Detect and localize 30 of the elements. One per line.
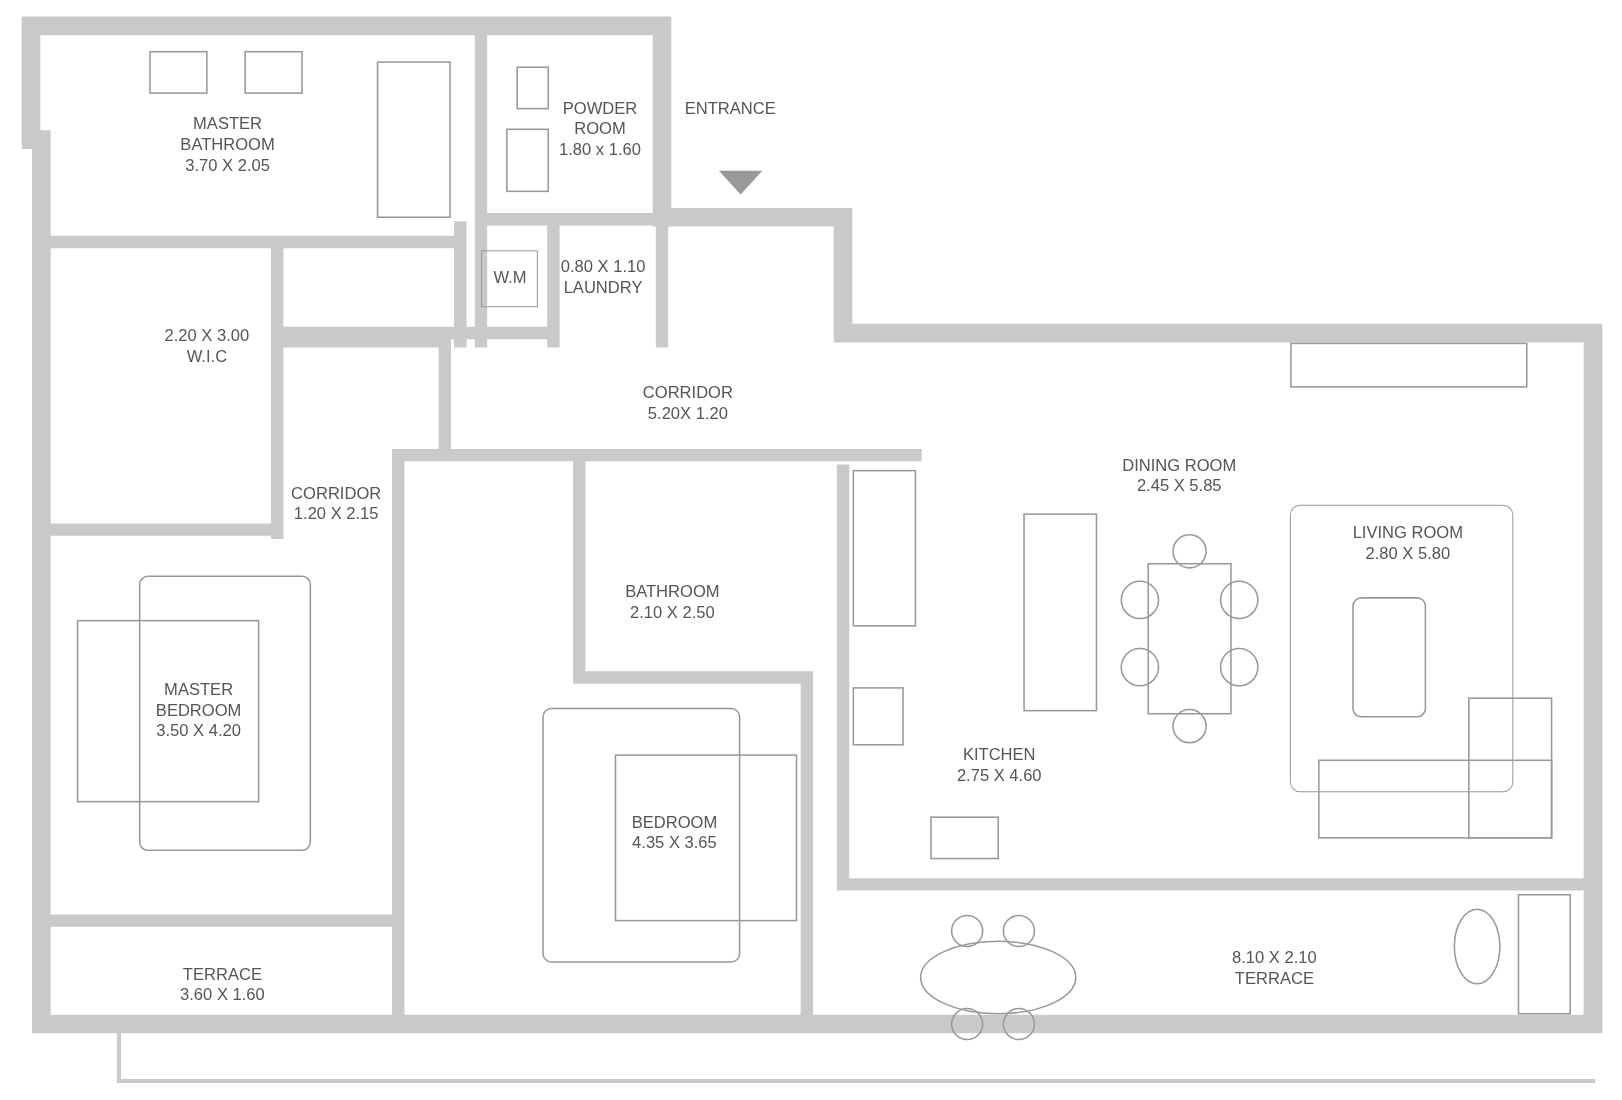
room-label: 2.45 X 5.85 [1135, 475, 1223, 497]
room-label: 3.70 X 2.05 [184, 155, 271, 176]
room-label: 1.80 x 1.60 [558, 139, 642, 161]
room-label: CORRIDOR [641, 382, 734, 404]
room-label: CORRIDOR [290, 483, 383, 504]
entrance-label: ENTRANCE [684, 99, 776, 118]
room-label: 3.60 X 1.60 [179, 984, 266, 1006]
room-label: 5.20X 1.20 [646, 403, 729, 425]
room-label: KITCHEN [961, 744, 1037, 766]
room-label: 8.10 X 2.10 [1231, 947, 1318, 969]
room-label: POWDER ROOM [561, 98, 639, 140]
room-label: MASTER BEDROOM [154, 679, 243, 721]
room-label: DINING ROOM [1121, 455, 1238, 476]
room-label: 0.80 X 1.10 [559, 256, 647, 278]
room-label: 3.50 X 4.20 [155, 721, 242, 742]
room-label: 4.35 X 3.65 [631, 832, 718, 854]
room-label: 2.75 X 4.60 [955, 765, 1043, 787]
room-label: MASTER BATHROOM [179, 113, 276, 156]
room-label: 2.20 X 3.00 [163, 325, 251, 347]
room-label: BATHROOM [624, 581, 721, 602]
room-label: 2.10 X 2.50 [629, 602, 716, 623]
room-label: BEDROOM [630, 812, 719, 833]
room-label: LAUNDRY [562, 277, 644, 298]
room-label: W.I.C [185, 346, 229, 368]
room-label: 1.20 X 2.15 [292, 503, 380, 525]
room-label: TERRACE [181, 964, 263, 985]
room-label: LIVING ROOM [1351, 522, 1464, 543]
room-label: 2.80 X 5.80 [1364, 543, 1452, 564]
room-label: TERRACE [1233, 968, 1315, 989]
appliance-label: W.M [493, 267, 527, 289]
